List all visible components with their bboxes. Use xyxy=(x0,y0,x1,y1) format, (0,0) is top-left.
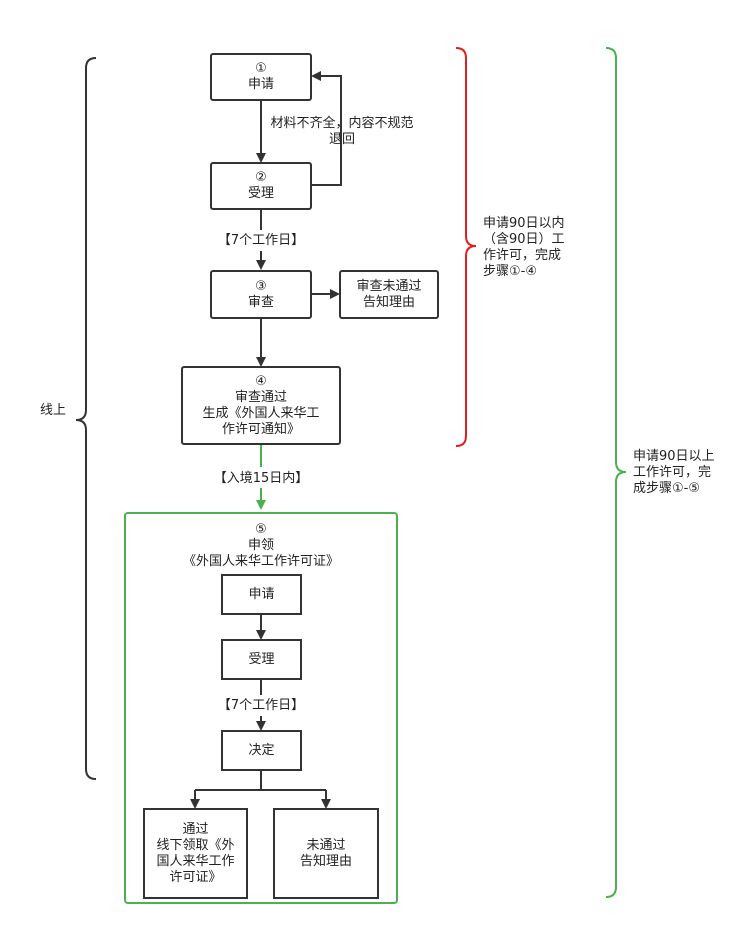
step-label: 审查 xyxy=(247,294,274,310)
red-bracket xyxy=(455,47,477,447)
note-line: 申请90日以内 xyxy=(483,216,565,231)
step-line: 《外国人来华工作许可证》 xyxy=(182,554,339,569)
duration-label: 【7个工作日】 xyxy=(217,233,305,248)
step-line: 申领 xyxy=(247,538,274,553)
step-line: 生成《外国人来华工 xyxy=(202,405,320,421)
step-line: 作许可通知》 xyxy=(221,421,300,437)
note-line: 步骤①-④ xyxy=(483,264,537,279)
step-apply: ① 申请 xyxy=(210,53,312,101)
online-label: 线上 xyxy=(40,403,67,418)
note-line: 成步骤①-⑤ xyxy=(633,481,700,496)
sub-step-line: 国人来华工作 xyxy=(156,853,235,869)
sub-step-line: 未通过 xyxy=(306,837,346,853)
step-review: ③ 审查 xyxy=(210,270,312,319)
sub-step-fail: 未通过 告知理由 xyxy=(273,808,379,899)
review-fail-box: 审查未通过 告知理由 xyxy=(339,270,439,319)
return-note-line: 退回 xyxy=(328,132,355,147)
note-line: 申请90日以上 xyxy=(633,449,715,464)
step-accept: ② 受理 xyxy=(210,162,312,210)
sub-step-line: 告知理由 xyxy=(299,853,352,869)
sub-step-label: 受理 xyxy=(248,651,275,667)
step-number: ④ xyxy=(255,373,267,389)
step-line: 审查通过 xyxy=(234,389,287,405)
step-label: 受理 xyxy=(247,186,274,201)
sub-step-line: 通过 xyxy=(182,821,209,837)
duration-label: 【7个工作日】 xyxy=(217,698,305,713)
green-bracket xyxy=(605,47,627,898)
return-note: 材料不齐全，内容不规范 退回 xyxy=(262,116,422,148)
review-fail-line: 审查未通过 xyxy=(356,278,422,294)
step-approved: ④ 审查通过 生成《外国人来华工 作许可通知》 xyxy=(181,366,341,445)
sub-step-pass: 通过 线下领取《外 国人来华工作 许可证》 xyxy=(143,808,248,899)
sub-step-label: 决定 xyxy=(248,742,275,758)
step-number: ⑤ xyxy=(255,522,267,537)
note-line: 作许可，完成 xyxy=(483,248,562,263)
note-line: （含90日）工 xyxy=(483,232,565,247)
sub-step-apply: 申请 xyxy=(221,574,302,615)
online-brace xyxy=(75,57,97,780)
sub-step-label: 申请 xyxy=(248,586,275,602)
red-bracket-note: 申请90日以内 （含90日）工 作许可，完成 步骤①-④ xyxy=(483,216,565,280)
entry-duration-label: 【入境15日内】 xyxy=(213,471,309,486)
step-number: ① xyxy=(255,61,267,76)
sub-step-line: 线下领取《外 xyxy=(156,837,235,853)
sub-step-line: 许可证》 xyxy=(169,869,222,885)
step-collect-frame xyxy=(124,512,398,904)
step-number: ③ xyxy=(255,278,267,294)
step-number: ② xyxy=(255,170,267,185)
sub-step-accept: 受理 xyxy=(221,639,302,680)
green-bracket-note: 申请90日以上 工作许可，完 成步骤①-⑤ xyxy=(633,449,715,497)
sub-step-decide: 决定 xyxy=(221,730,302,771)
return-note-line: 材料不齐全，内容不规范 xyxy=(270,116,414,131)
step-collect-title: ⑤ 申领 《外国人来华工作许可证》 xyxy=(124,522,398,570)
review-fail-line: 告知理由 xyxy=(362,294,415,310)
note-line: 工作许可，完 xyxy=(633,465,712,480)
step-label: 申请 xyxy=(247,77,274,92)
